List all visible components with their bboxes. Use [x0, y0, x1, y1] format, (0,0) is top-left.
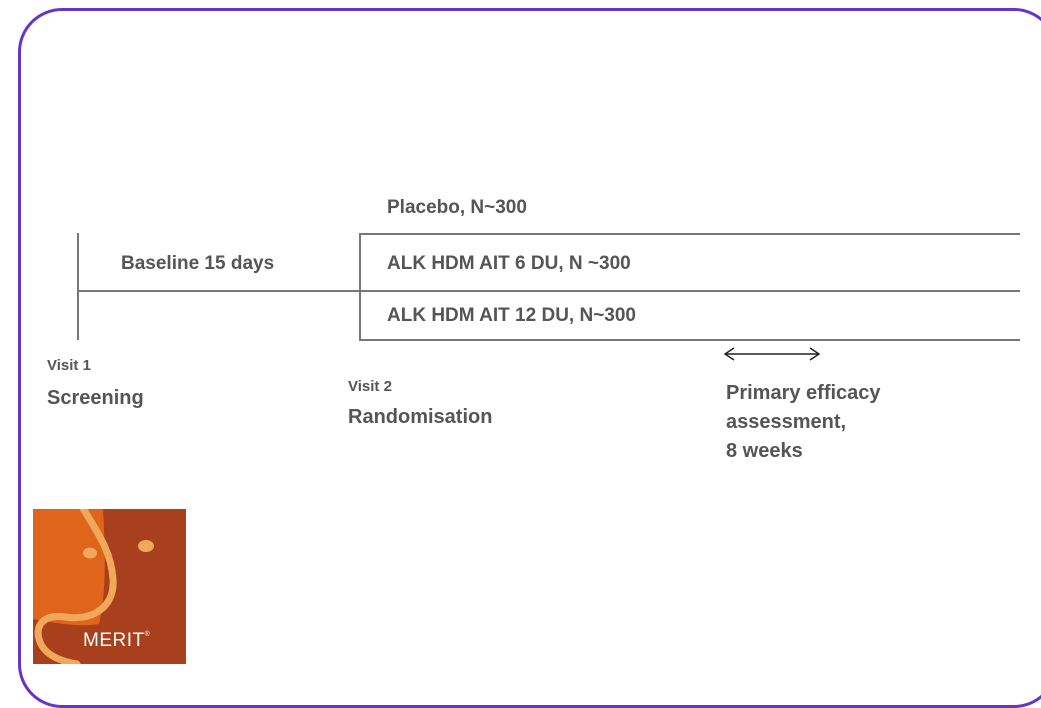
visit2-number: Visit 2 — [348, 378, 392, 395]
visit1-name: Screening — [47, 387, 144, 409]
merit-logo: MERIT® — [33, 509, 186, 664]
visit1-number: Visit 1 — [47, 357, 91, 374]
double-arrow-icon — [723, 347, 821, 361]
arm-label-12du: ALK HDM AIT 12 DU, N~300 — [387, 305, 636, 326]
baseline-label: Baseline 15 days — [121, 253, 275, 274]
arm-top-line — [359, 233, 1020, 235]
efficacy-assessment-text: Primary efficacy assessment, 8 weeks — [726, 379, 881, 466]
arm-bottom-line — [359, 339, 1020, 341]
efficacy-line1: Primary efficacy — [726, 382, 881, 404]
arm-label-6du: ALK HDM AIT 6 DU, N ~300 — [387, 253, 631, 274]
efficacy-line2: assessment, — [726, 411, 847, 433]
merit-logo-graphic — [33, 509, 186, 664]
arm-label-placebo: Placebo, N~300 — [387, 197, 527, 218]
visit1-vertical-line — [77, 233, 79, 340]
registered-mark: ® — [144, 631, 151, 638]
merit-logo-text: MERIT® — [83, 631, 150, 650]
slide-frame — [18, 8, 1041, 708]
merit-logo-word: MERIT — [83, 630, 145, 651]
randomisation-vertical-line — [359, 233, 361, 341]
efficacy-line3: 8 weeks — [726, 440, 803, 462]
baseline-horizontal-line — [78, 290, 1020, 292]
visit2-name: Randomisation — [348, 406, 493, 428]
